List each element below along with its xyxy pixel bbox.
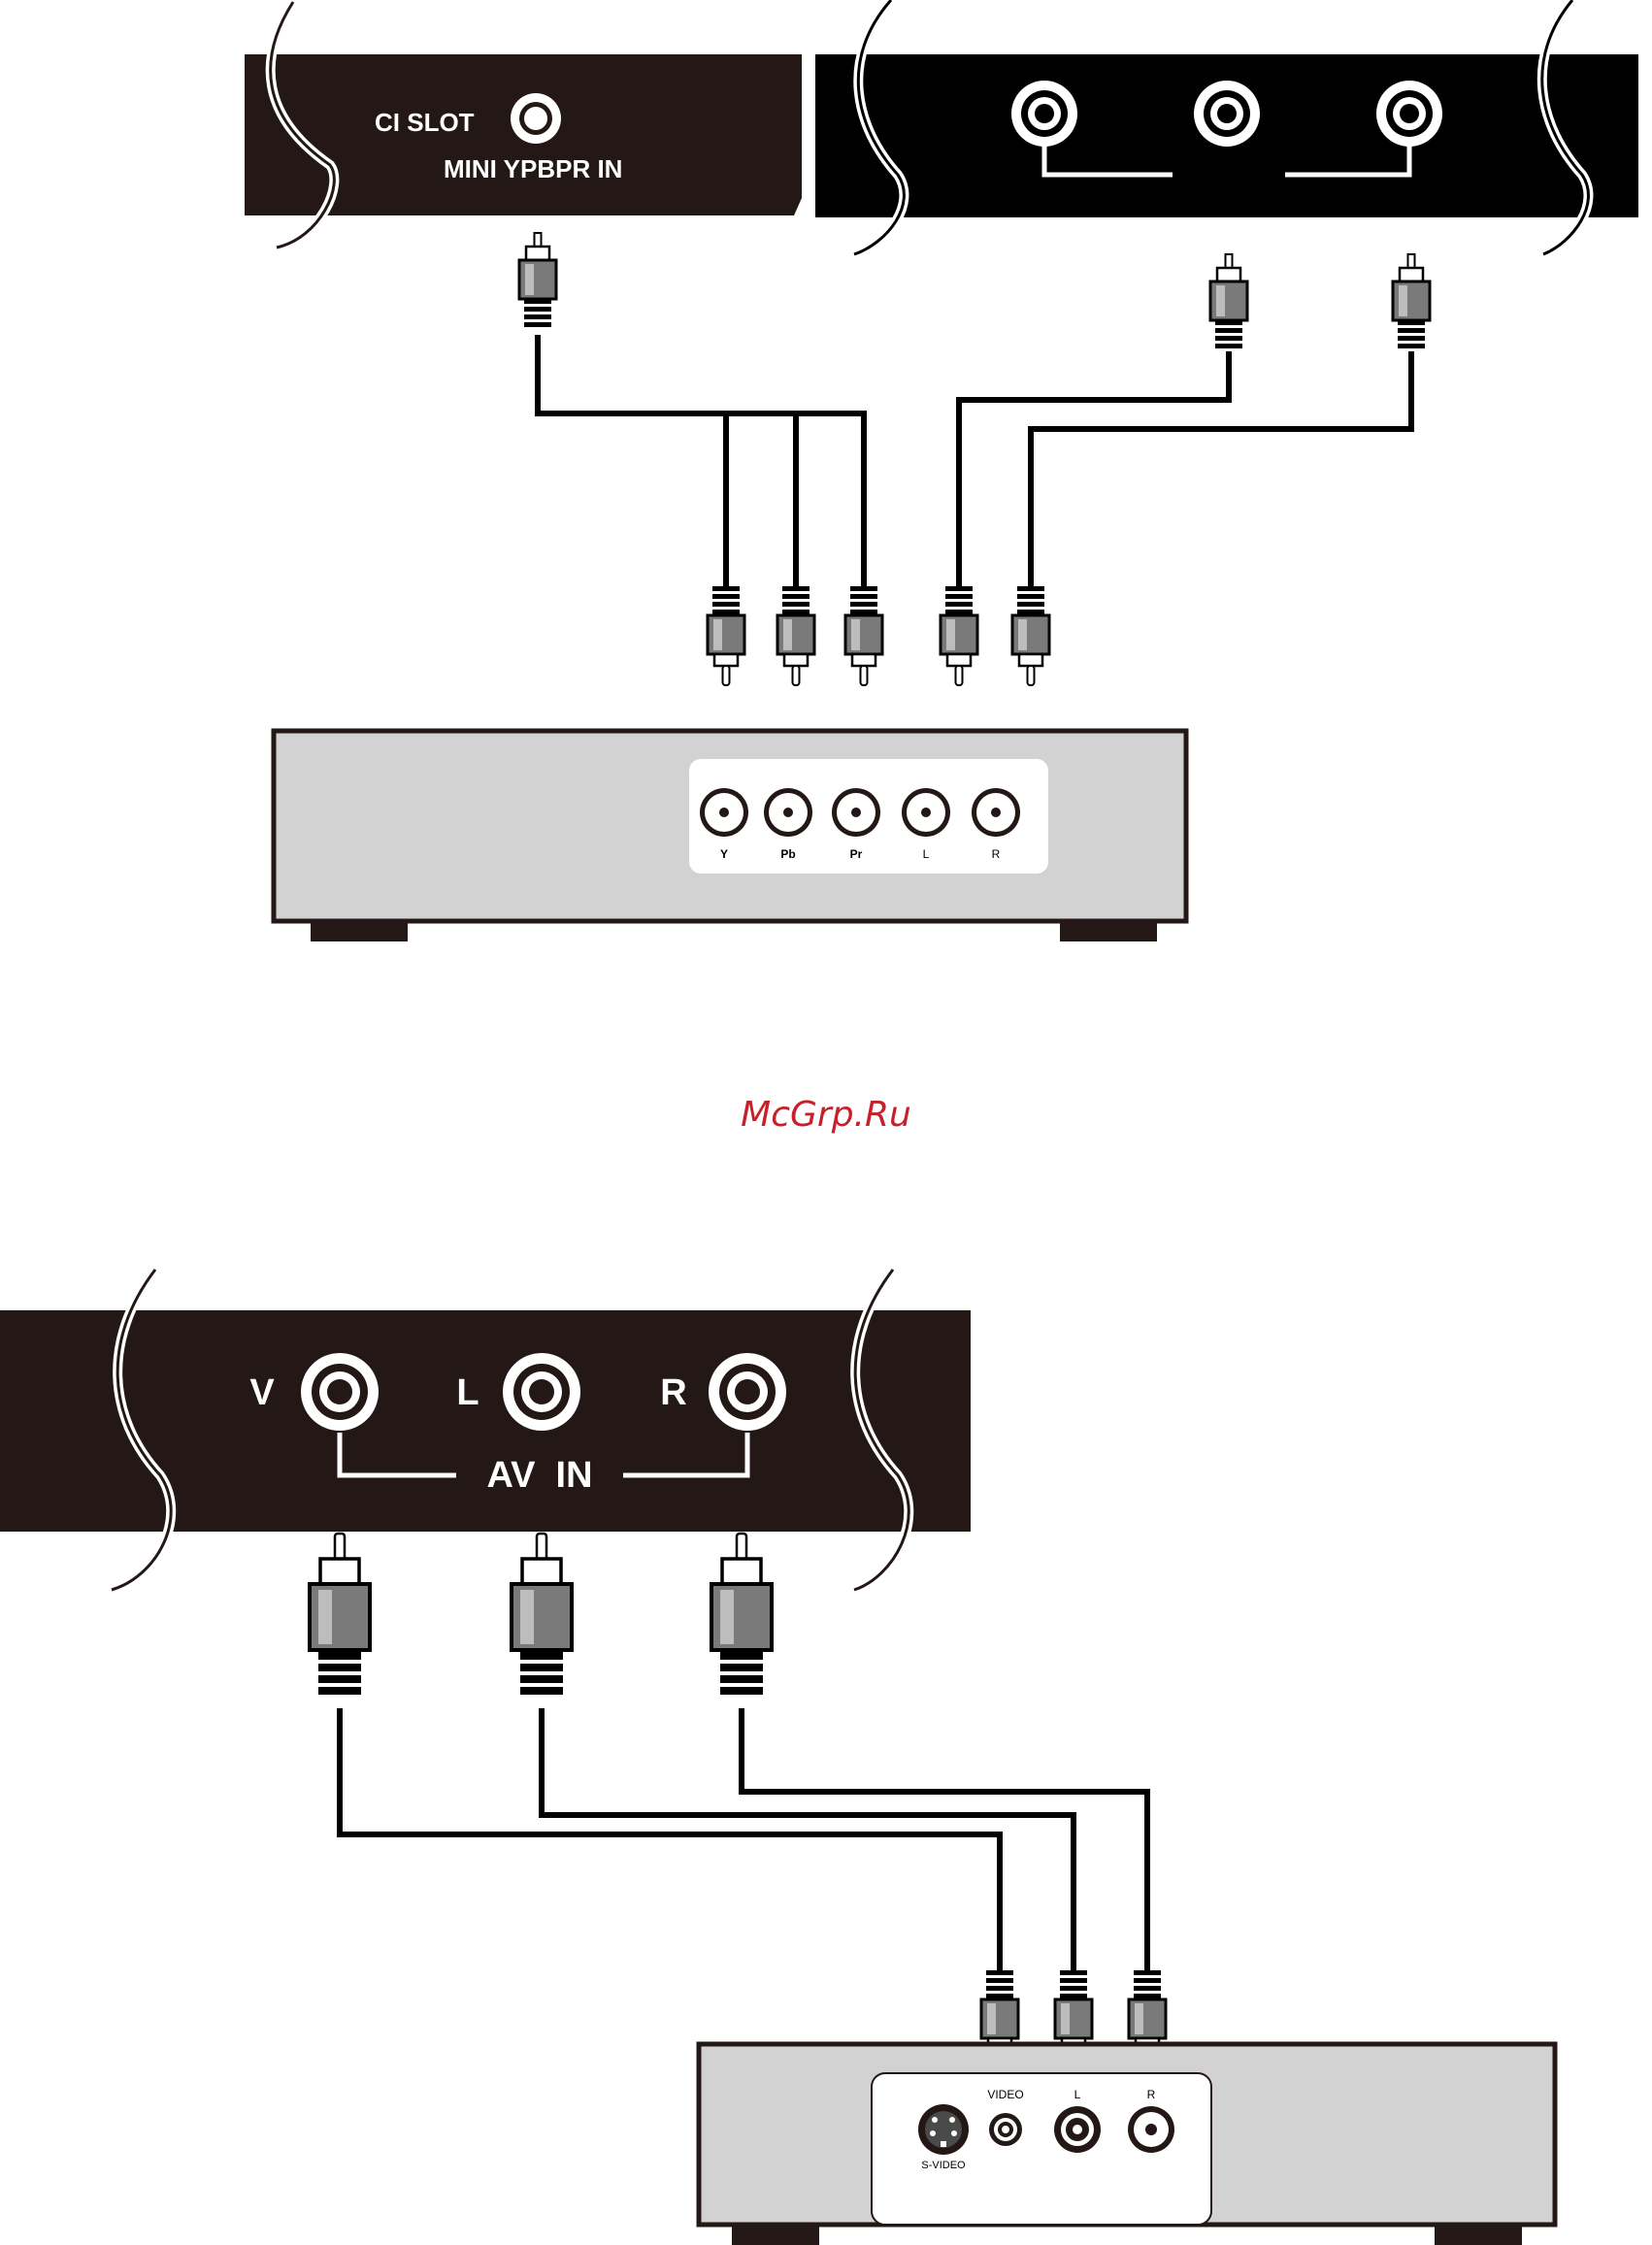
audio-jack-r bbox=[1128, 2106, 1174, 2153]
ypbpr-plug bbox=[519, 233, 556, 327]
av-plug-l bbox=[512, 1534, 572, 1695]
av-label-v: V bbox=[249, 1372, 275, 1413]
av-plug-video bbox=[310, 1534, 370, 1695]
ci-slot-label: CI SLOT bbox=[375, 108, 475, 137]
av-jack-r bbox=[709, 1353, 786, 1431]
av-label-l: L bbox=[456, 1372, 479, 1413]
source-device-ypbpr: Y Pb Pr L R bbox=[274, 731, 1186, 941]
av-plug-r bbox=[711, 1534, 772, 1695]
tv-jack-1 bbox=[1011, 81, 1077, 147]
device-jack-label-r: R bbox=[992, 847, 1001, 861]
plug-l bbox=[941, 586, 977, 685]
svideo-jack bbox=[918, 2104, 969, 2155]
av-label-r: R bbox=[660, 1372, 686, 1413]
device-jack-label-y: Y bbox=[720, 847, 728, 861]
device-jack-label-l: L bbox=[923, 847, 930, 861]
audio-jack-l bbox=[1054, 2106, 1101, 2153]
tv-panel-ypbpr: CI SLOT MINI YPBPR IN bbox=[245, 2, 802, 248]
plug-r bbox=[1012, 586, 1049, 685]
av-jack-l bbox=[503, 1353, 580, 1431]
tv-jack-2 bbox=[1194, 81, 1260, 147]
audio-plug-l bbox=[1210, 254, 1247, 348]
device-jack-label-pb: Pb bbox=[780, 847, 795, 861]
tv-panel-av-in: V L R AV IN bbox=[0, 1270, 971, 1590]
label-svideo: S-VIDEO bbox=[921, 2160, 966, 2171]
av-jack-v bbox=[301, 1353, 379, 1431]
source-device-av: VIDEO L R S-VIDEO bbox=[699, 2044, 1555, 2245]
tv-jack-3 bbox=[1376, 81, 1442, 147]
label-video: VIDEO bbox=[987, 2088, 1023, 2101]
audio-plug-r bbox=[1393, 254, 1430, 348]
watermark: McGrp.Ru bbox=[741, 1095, 911, 1135]
label-l: L bbox=[1074, 2088, 1081, 2101]
av-in-label: AV IN bbox=[486, 1455, 592, 1496]
tv-panel-audio bbox=[815, 0, 1638, 254]
device-jack-label-pr: Pr bbox=[850, 847, 863, 861]
bottom-cables bbox=[340, 1708, 1147, 1970]
video-jack bbox=[989, 2113, 1022, 2146]
plug-pr bbox=[845, 586, 882, 685]
plug-y bbox=[708, 586, 744, 685]
plug-pb bbox=[777, 586, 814, 685]
mini-ypbpr-in-label: MINI YPBPR IN bbox=[444, 154, 622, 183]
top-cables bbox=[538, 335, 1411, 586]
label-r: R bbox=[1147, 2088, 1156, 2101]
